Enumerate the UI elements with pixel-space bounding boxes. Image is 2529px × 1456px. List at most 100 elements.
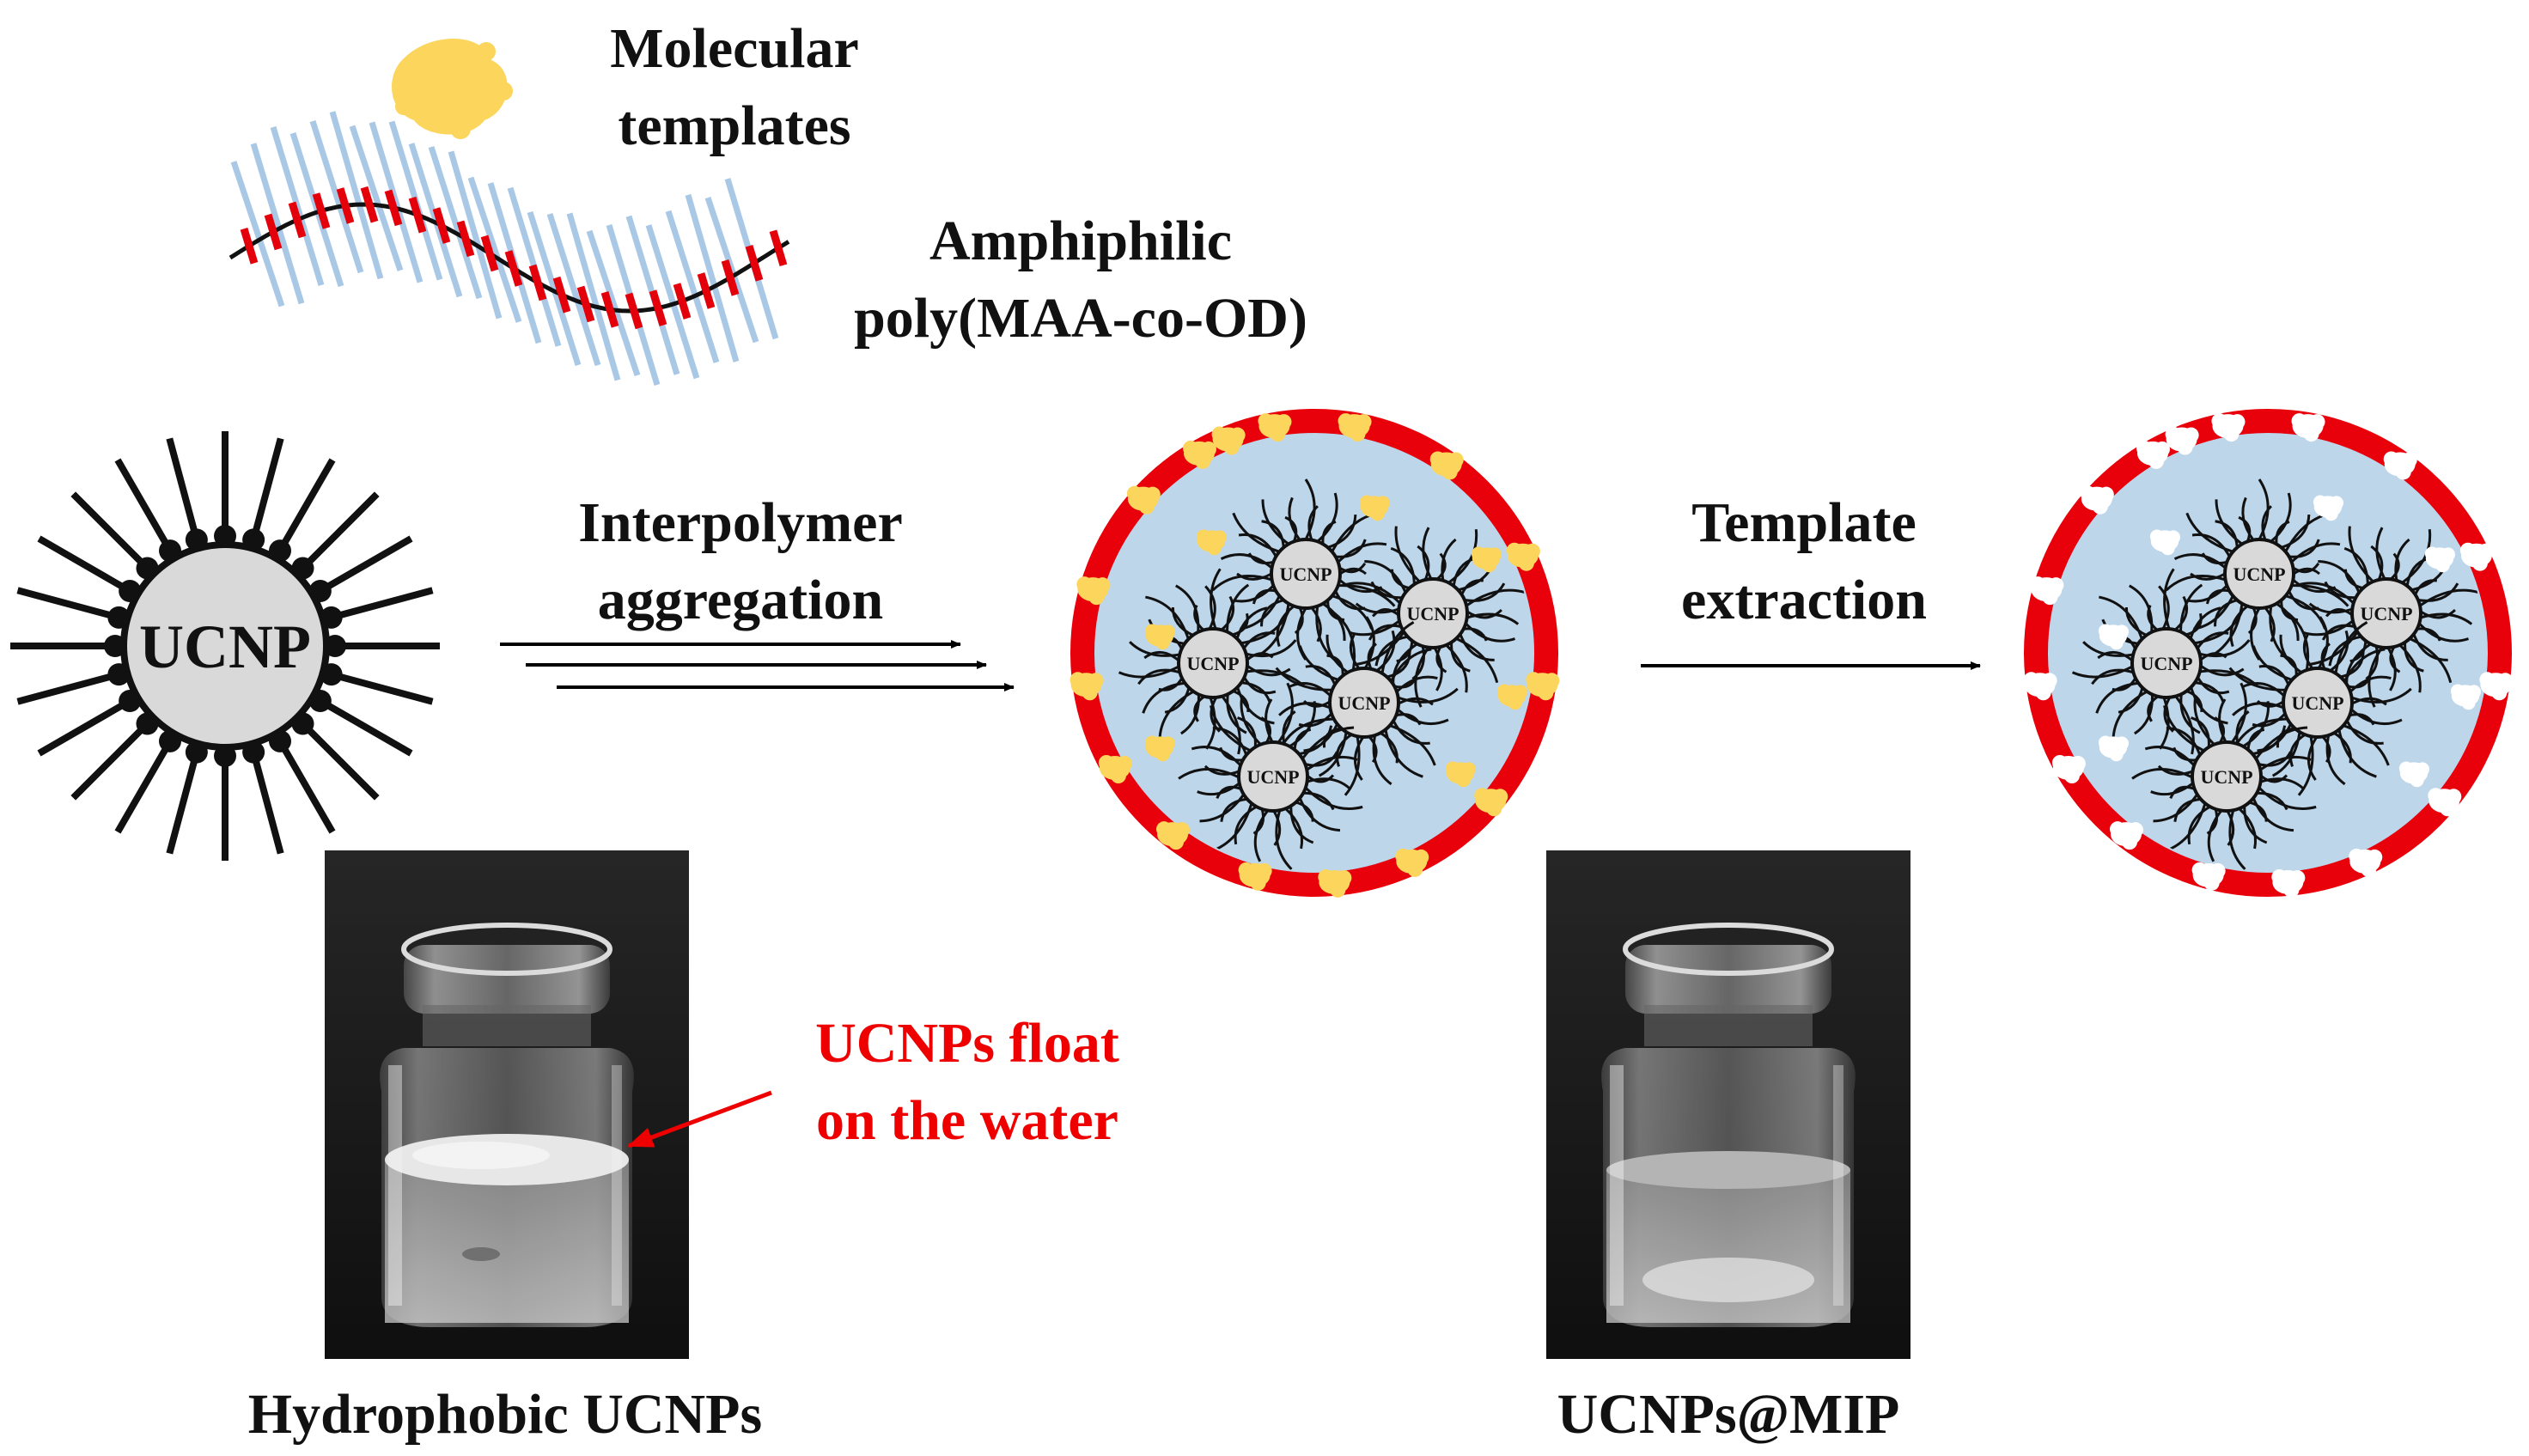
ligand-chain [1193,695,1205,722]
ligand-chain [2218,698,2227,743]
template-molecule-icon [1359,495,1390,521]
ligand-chain [2254,726,2308,760]
ligand-chain [2196,631,2229,649]
ligand-chain [1375,630,1396,673]
ligand-chain [2173,797,2202,822]
hydrophilic-unit [552,276,571,314]
template-molecule-icon [1069,672,1104,701]
hydrophilic-unit [360,186,379,223]
ligand-chain [2159,697,2170,750]
hydrophobic-side-chain [428,145,483,300]
ligand-chain [2321,735,2331,764]
template-molecule-icon [1474,788,1508,817]
ligand-head [185,528,208,551]
ligand-chain [1284,807,1303,850]
ligand-chain [1390,648,1432,682]
ligand-chain [1433,647,1443,691]
ligand-chain [1335,733,1353,767]
ligand-chain [2226,810,2235,846]
aggregation-arrows [500,640,1015,691]
label-molecular-templates-2: templates [618,94,850,157]
ucnp-core [2130,627,2203,699]
ligand-chain [1305,665,1337,685]
label-molecular-templates-1: Molecular [610,17,859,80]
ligand-chain [1288,497,1301,541]
ligand-chain [2166,727,2202,756]
ligand-chain [1337,542,1387,564]
label-step2-line1: Template [1691,491,1917,554]
ligand-chain [1213,802,1253,852]
ligand-chain [2349,713,2375,726]
ligand-chain [2258,751,2292,767]
hydrophilic-unit [697,272,716,309]
vacant-site-icon [2450,684,2481,710]
amphiphilic-polymer-chain [229,111,790,386]
ligand-chain [1221,695,1241,755]
ligand-chain [1234,805,1258,845]
ligand-chain [2370,545,2384,581]
ligand-chain [1325,634,1349,674]
vacant-site-icon [2398,761,2429,788]
ligand-chain [2276,602,2300,642]
ligand-chain [2260,777,2304,789]
ligand-chain [2185,612,2203,637]
vacant-site-icon [2271,868,2306,898]
ucnp-core-label: UCNP [1338,692,1390,714]
ligand-chain [1450,642,1471,673]
ligand-chain [1335,539,1367,558]
ligand-chain [2112,677,2137,691]
vacant-site-icon [2428,788,2462,817]
ucnp-core [2350,577,2422,649]
template-molecule-icon [1098,755,1132,783]
ligand-chain [1310,606,1322,643]
ligand-chain [1260,599,1284,627]
vacant-site-icon [2349,848,2383,877]
label-polymer-name: poly(MAA-co-OD) [854,287,1307,350]
ligand-chain [2169,785,2196,800]
ligand-chain [2343,648,2386,682]
ligand-chain [2124,606,2148,637]
ligand-chain [1158,677,1184,691]
hydrophilic-unit [721,259,740,296]
ligand-chain [2280,654,2298,676]
ligand-chain [1210,704,1252,752]
ligand-chain [2343,546,2369,585]
ligand-chain [2307,631,2359,667]
ligand-head [185,740,208,764]
ligand-chain [1226,693,1247,734]
ligand-chain [1395,713,1422,726]
ligand-chain [1452,557,1475,587]
ligand-chain [2404,642,2424,673]
ligand-chain [1216,785,1242,800]
ligand-head [119,580,142,602]
ligand-chain [1246,664,1291,677]
hydrophilic-unit [649,289,667,326]
ligand-chain [2091,668,2134,685]
ligand-chain [1284,515,1298,542]
hydrophilic-unit [600,291,619,328]
ligand-chain [1435,646,1447,673]
ligand-chain [1303,791,1335,811]
ligand-chain [1394,526,1421,583]
ligand-chain [1226,583,1250,632]
ligand-chain [2264,606,2276,643]
ligand-chain [1370,581,1403,600]
ligand-chain [1236,716,1257,747]
ligand-chain [2191,533,2231,557]
ligand-chain [2409,637,2453,684]
ligand-chain [2257,791,2288,811]
vacant-site-icon [2051,755,2086,783]
ligand-chain [1235,606,1268,639]
hydrophobic-side-chain [230,161,285,308]
ligand-chain [1374,635,1408,667]
ucnp-core [1397,577,1469,649]
ligand-chain [1193,604,1205,631]
hydrophobic-side-chain [566,212,621,381]
hydrophilic-unit [432,207,451,244]
vacant-site-icons [2023,413,2514,898]
template-molecule-icon [1196,529,1227,556]
ligand-chain [2185,690,2203,713]
hydrophobic-side-chain [270,125,325,286]
ligand-chain [2173,746,2197,762]
